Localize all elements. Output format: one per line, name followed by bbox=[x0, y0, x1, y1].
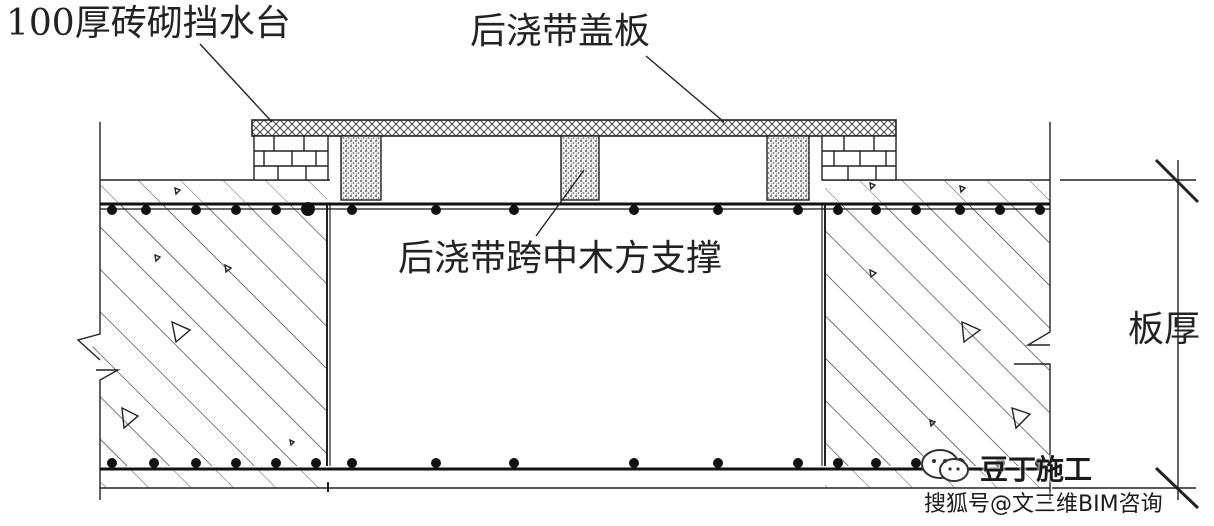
watermark: 豆丁施工 搜狐号@文三维BIM咨询 bbox=[918, 446, 1210, 518]
brick-curb-right bbox=[821, 135, 897, 181]
leader-lines bbox=[199, 43, 725, 237]
label-brick-curb: 100厚砖砌挡水台 bbox=[6, 3, 291, 44]
label-slab-thickness: 板厚 bbox=[1128, 309, 1201, 350]
top-screed-layer bbox=[100, 179, 1050, 202]
bottom-rebar bbox=[100, 458, 1050, 471]
watermark-name: 豆丁施工 bbox=[980, 453, 1093, 486]
wood-supports bbox=[340, 135, 810, 201]
watermark-source: 搜狐号@文三维BIM咨询 bbox=[924, 492, 1163, 517]
brick-curb-left bbox=[253, 135, 329, 181]
right-slab bbox=[821, 205, 1050, 466]
label-cover-plate: 后浇带盖板 bbox=[470, 11, 651, 52]
wechat-chat-icon bbox=[921, 449, 969, 482]
left-slab bbox=[78, 205, 331, 466]
thickness-dimension bbox=[1052, 158, 1200, 510]
bottom-layer bbox=[100, 470, 1050, 489]
concrete-aggregate bbox=[121, 181, 1032, 447]
break-lines bbox=[76, 122, 1051, 500]
label-wood-support: 后浇带跨中木方支撑 bbox=[398, 238, 723, 279]
cover-plate bbox=[251, 119, 897, 137]
top-rebar bbox=[100, 202, 1050, 216]
